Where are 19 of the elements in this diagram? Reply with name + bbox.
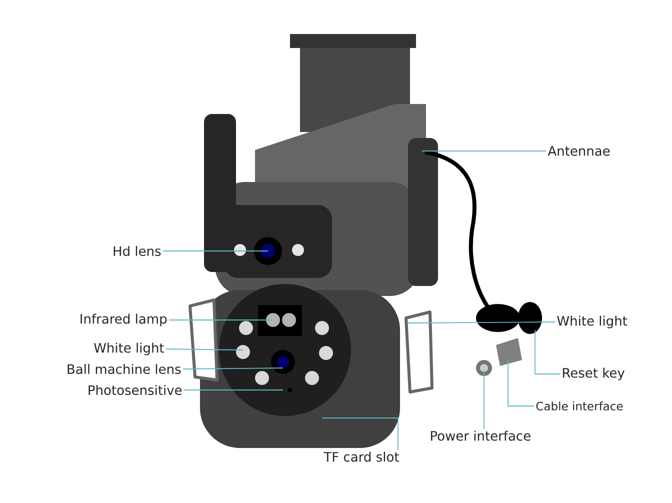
callout-label: Power interface <box>430 430 530 441</box>
leader-line <box>162 250 268 252</box>
leader-line <box>166 348 244 350</box>
leader-line <box>408 322 556 324</box>
callout-label: Ball machine lens <box>68 364 181 374</box>
callout-label: Antennae <box>548 146 610 156</box>
callout-label: Cable interface <box>536 402 623 410</box>
leader-line <box>182 368 284 370</box>
leader-line <box>534 330 560 374</box>
callout-label: Reset key <box>562 368 625 380</box>
leader-line <box>508 360 534 406</box>
callout-label: Photosensitive <box>88 384 182 396</box>
callout-label: Hd lens <box>114 246 161 256</box>
callout-label: Infrared lamp <box>80 314 167 326</box>
callout-label: White light <box>557 316 628 328</box>
callout-label: White light <box>94 342 164 356</box>
callout-label: TF card slot <box>324 452 399 462</box>
leader-line <box>422 150 546 152</box>
leader-line <box>322 418 398 450</box>
